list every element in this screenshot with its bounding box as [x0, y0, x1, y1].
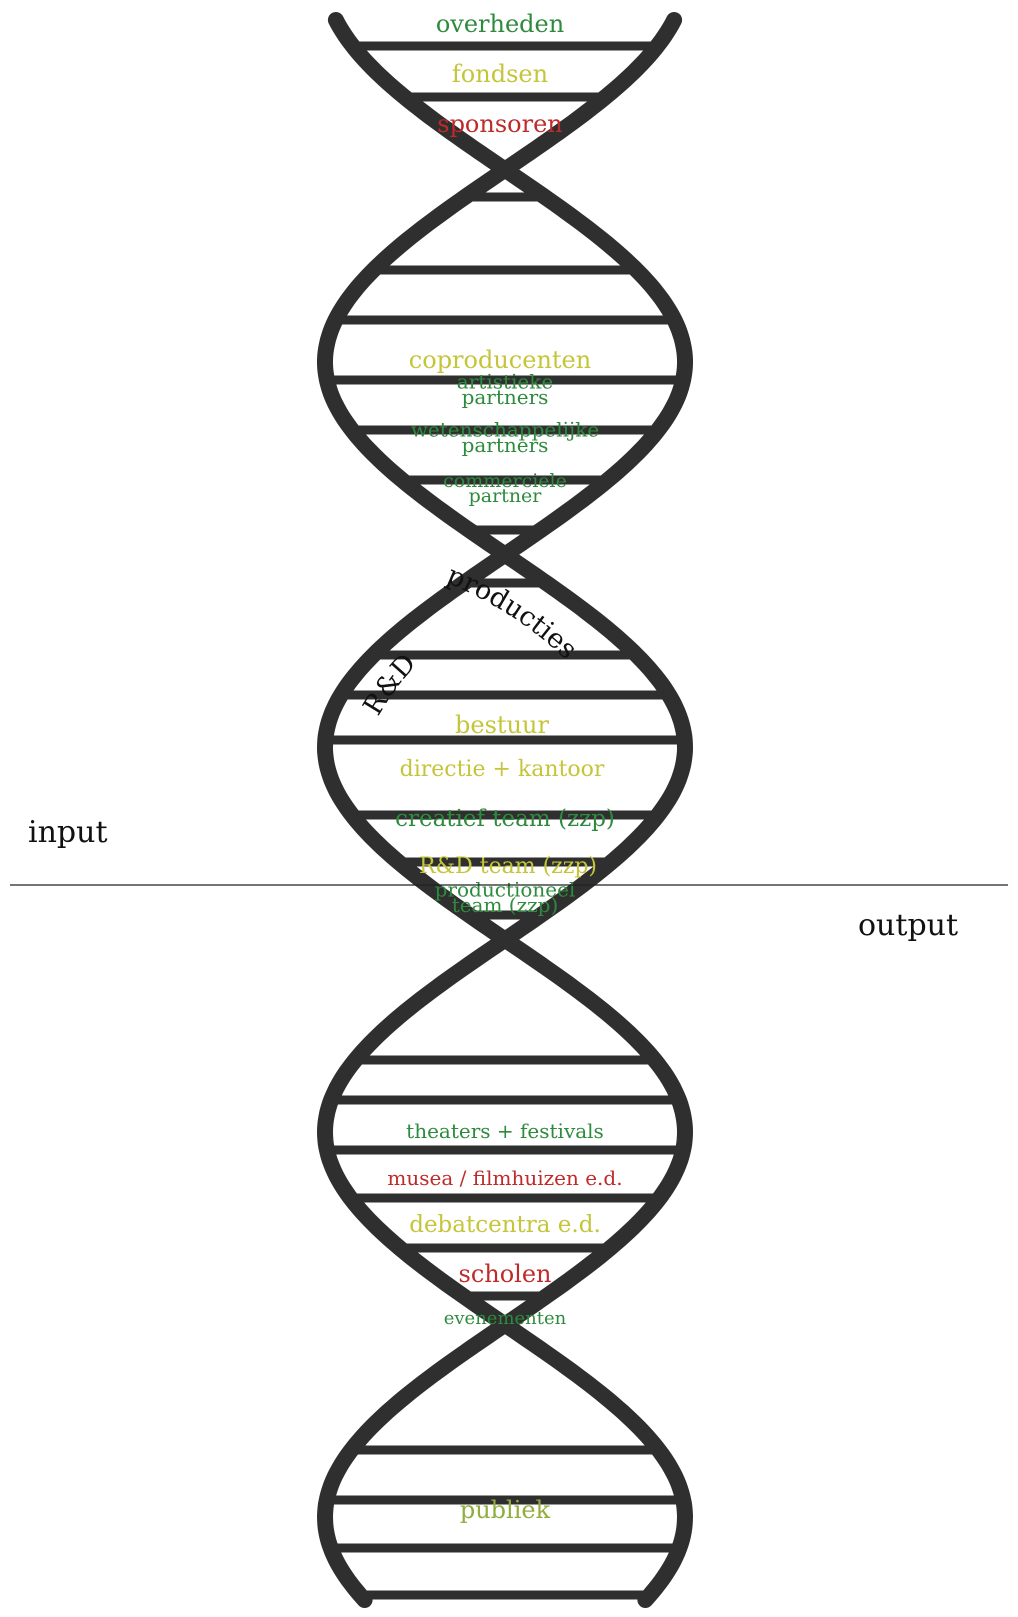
- strand-label-producties-text: producties: [442, 560, 583, 666]
- dna-label-line: publiek: [460, 1496, 551, 1524]
- dna-label-line: sponsoren: [437, 110, 562, 138]
- dna-labels: overheden fondsen sponsoren coproducentenar…: [387, 10, 622, 1524]
- dna-label-line: fondsen: [452, 60, 548, 88]
- dna-label: overheden: [436, 10, 564, 38]
- dna-label-line: overheden: [436, 10, 564, 38]
- dna-rungs: [331, 41, 679, 1600]
- dna-label: bestuur: [455, 711, 549, 739]
- dna-label: evenementen: [444, 1308, 567, 1329]
- dna-label-line: evenementen: [444, 1308, 567, 1329]
- dna-label: coproducenten: [409, 346, 591, 374]
- strand-label-producties: producties: [442, 560, 583, 666]
- dna-label-line: directie + kantoor: [400, 757, 605, 782]
- dna-label-line: scholen: [459, 1260, 552, 1288]
- dna-label-line: bestuur: [455, 711, 549, 739]
- dna-label-line: commerciele: [443, 470, 567, 492]
- dna-label: musea / filmhuizen e.d.: [387, 1166, 622, 1190]
- dna-label: creatief team (zzp): [395, 806, 615, 832]
- dna-label-line: partners: [462, 385, 549, 409]
- input-label: input: [28, 815, 108, 850]
- dna-label: theaters + festivals: [406, 1119, 604, 1143]
- dna-label-line: debatcentra e.d.: [409, 1212, 601, 1238]
- dna-label: scholen: [459, 1260, 552, 1288]
- dna-label-line: partner: [469, 485, 543, 507]
- dna-label-line: creatief team (zzp): [395, 806, 615, 832]
- dna-label: fondsen: [452, 60, 548, 88]
- dna-label: directie + kantoor: [400, 757, 605, 782]
- dna-label-line: team (zzp): [452, 893, 559, 917]
- dna-label: R&D team (zzp): [419, 854, 597, 879]
- dna-label-line: theaters + festivals: [406, 1119, 604, 1143]
- dna-label-line: musea / filmhuizen e.d.: [387, 1166, 622, 1190]
- dna-strand-left: [316, 12, 694, 1608]
- dna-label: debatcentra e.d.: [409, 1212, 601, 1238]
- dna-strand-right: [316, 12, 694, 1608]
- output-label: output: [858, 908, 958, 943]
- dna-label-line: R&D team (zzp): [419, 854, 597, 879]
- dna-label: sponsoren: [437, 110, 562, 138]
- dna-label: publiek: [460, 1496, 551, 1524]
- dna-label-line: artistieke: [457, 369, 553, 393]
- dna-label-line: partners: [462, 433, 549, 457]
- dna-label-line: coproducenten: [409, 346, 591, 374]
- dna-label-line: productioneel: [435, 877, 576, 901]
- dna-label-line: wetenschappelijke: [411, 417, 599, 441]
